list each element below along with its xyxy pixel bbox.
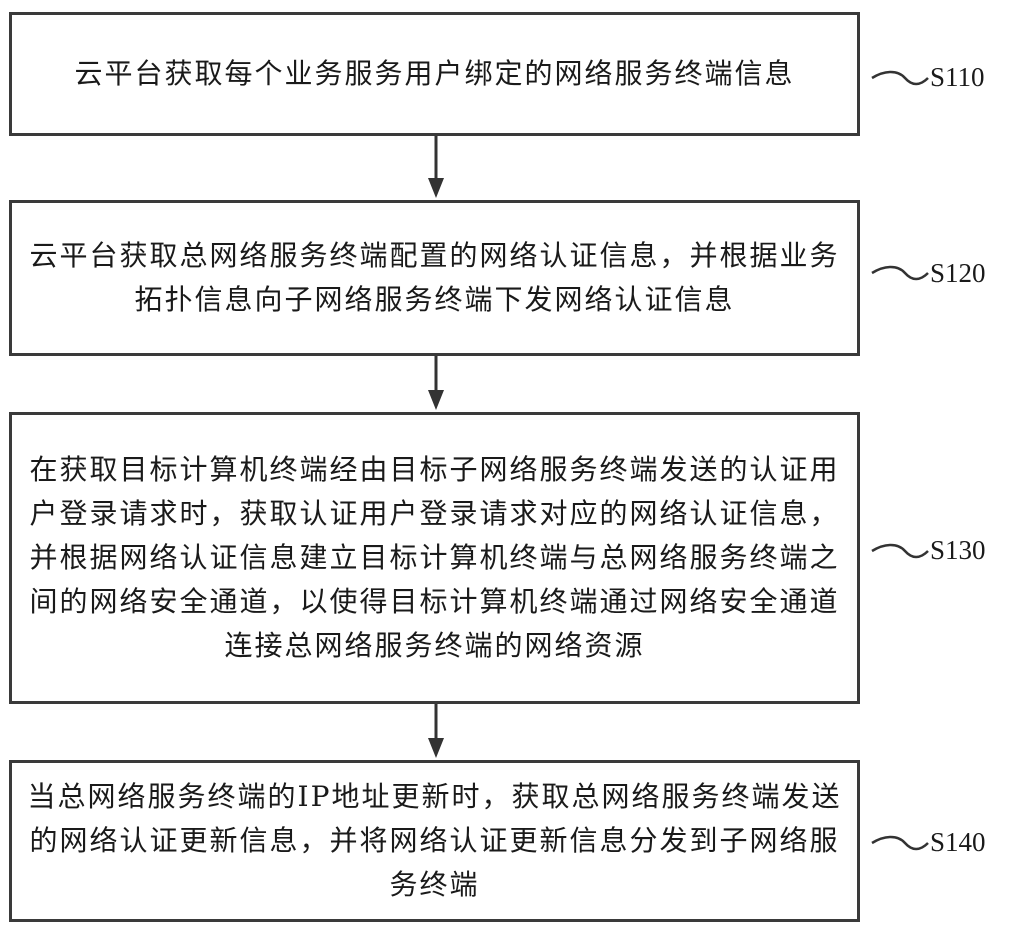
leader-s130 xyxy=(871,543,929,559)
step-label-s120: S120 xyxy=(930,258,986,288)
arrow-s120-s130 xyxy=(428,356,444,410)
step-box-s140: 当总网络服务终端的IP地址更新时，获取总网络服务终端发送的网络认证更新信息，并将… xyxy=(9,760,860,922)
leader-s140 xyxy=(871,835,929,851)
arrow-s130-s140 xyxy=(428,704,444,758)
step-text-s140: 当总网络服务终端的IP地址更新时，获取总网络服务终端发送的网络认证更新信息，并将… xyxy=(27,780,842,901)
step-label-s110: S110 xyxy=(930,62,985,92)
step-box-s110: 云平台获取每个业务服务用户绑定的网络服务终端信息 xyxy=(9,12,860,136)
step-label-s140: S140 xyxy=(930,827,986,857)
leader-s110 xyxy=(871,70,929,86)
step-box-s130: 在获取目标计算机终端经由目标子网络服务终端发送的认证用户登录请求时，获取认证用户… xyxy=(9,412,860,704)
step-text-s120: 云平台获取总网络服务终端配置的网络认证信息，并根据业务拓扑信息向子网络服务终端下… xyxy=(29,239,840,316)
leader-s120 xyxy=(871,265,929,281)
step-label-s130: S130 xyxy=(930,535,986,565)
step-text-s110: 云平台获取每个业务服务用户绑定的网络服务终端信息 xyxy=(74,57,795,90)
step-box-s120: 云平台获取总网络服务终端配置的网络认证信息，并根据业务拓扑信息向子网络服务终端下… xyxy=(9,200,860,356)
arrow-s110-s120 xyxy=(428,136,444,198)
step-text-s130: 在获取目标计算机终端经由目标子网络服务终端发送的认证用户登录请求时，获取认证用户… xyxy=(29,453,840,662)
